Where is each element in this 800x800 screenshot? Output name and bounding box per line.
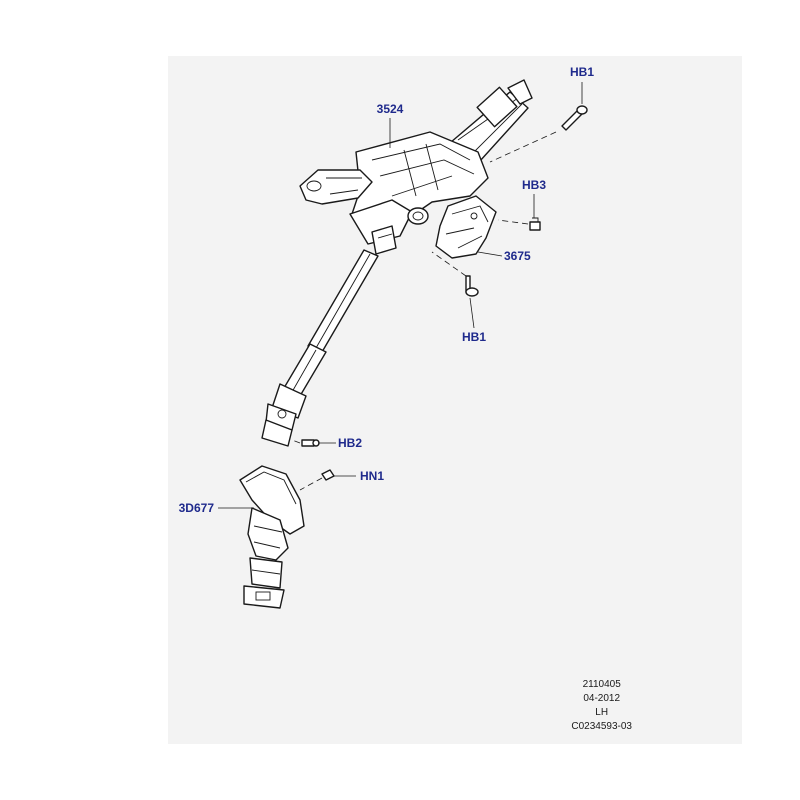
drawing-side: LH	[595, 707, 609, 718]
bolt-hb1-lower	[465, 275, 479, 297]
intermediate-shaft	[261, 249, 379, 447]
drawing-date: 04-2012	[583, 693, 621, 704]
callout-hb3: HB3	[522, 178, 546, 192]
bolt-hb3	[529, 217, 541, 231]
callout-3d677: 3D677	[179, 501, 215, 515]
bolt-hb2	[301, 439, 320, 447]
callout-3675: 3675	[504, 249, 531, 263]
nut-hn1	[321, 469, 335, 481]
callout-hb1-bottom: HB1	[462, 330, 486, 344]
bolt-hb1-upper	[561, 105, 588, 131]
callout-hb2: HB2	[338, 436, 362, 450]
drawing-number: 2110405	[582, 679, 621, 690]
callout-hb1-top: HB1	[570, 65, 594, 79]
callout-3524: 3524	[377, 102, 404, 116]
drawing-meta-block: 2110405 04-2012 LH C0234593-03	[571, 678, 632, 734]
alignment-lines	[291, 131, 557, 491]
leader-lines	[218, 82, 583, 509]
column-shroud-3675	[435, 195, 497, 259]
steering-boot-3d677	[239, 465, 305, 609]
steering-column-assembly	[299, 79, 533, 255]
callout-hn1: HN1	[360, 469, 384, 483]
illustration-code: C0234593-03	[571, 721, 632, 732]
